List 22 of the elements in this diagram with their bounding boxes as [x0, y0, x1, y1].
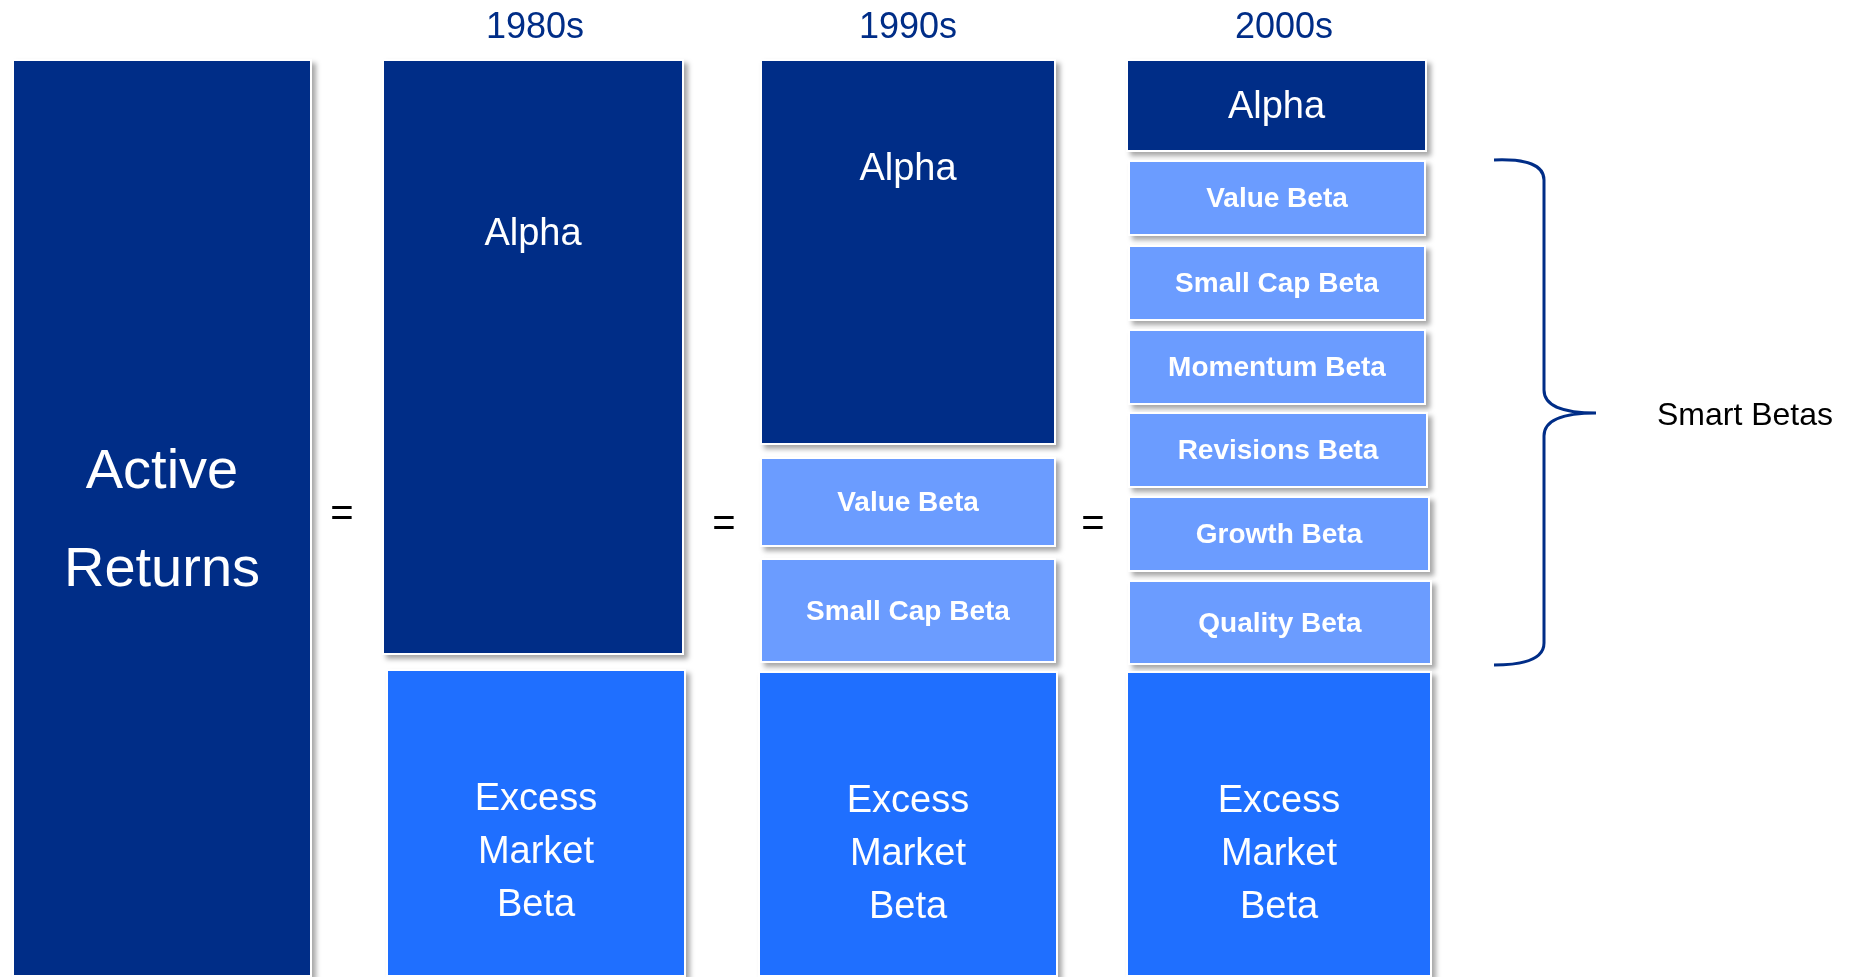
decade-heading: 1990s [858, 5, 958, 47]
factor-box: Momentum Beta [1128, 329, 1426, 405]
equals-sign: = [712, 499, 736, 545]
decade-heading: 2000s [1234, 5, 1334, 47]
factor-box: Small Cap Beta [1128, 245, 1426, 321]
factor-box: Quality Beta [1128, 580, 1432, 665]
equals-sign: = [330, 489, 354, 535]
factor-box: Revisions Beta [1128, 412, 1428, 488]
factor-box: Growth Beta [1128, 496, 1430, 572]
factor-box: Small Cap Beta [760, 558, 1056, 663]
market-beta-box: Excess Market Beta [758, 671, 1058, 977]
total-bar: Active Returns [12, 59, 312, 977]
alpha-box: Alpha [1126, 59, 1427, 152]
decade-heading: 1980s [485, 5, 585, 47]
equals-sign: = [1081, 499, 1105, 545]
market-beta-box: Excess Market Beta [386, 669, 686, 977]
factor-box: Value Beta [1128, 160, 1426, 236]
market-beta-box: Excess Market Beta [1126, 671, 1432, 977]
bracket-label: Smart Betas [1656, 395, 1834, 433]
alpha-box: Alpha [382, 59, 684, 655]
alpha-box: Alpha [760, 59, 1056, 445]
factor-box: Value Beta [760, 457, 1056, 547]
